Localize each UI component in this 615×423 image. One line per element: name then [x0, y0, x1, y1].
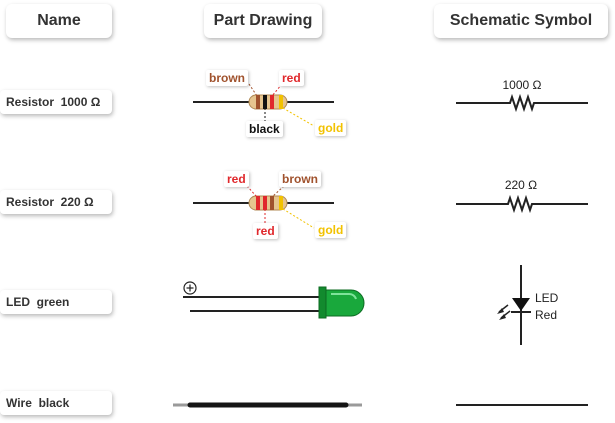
resistor-1000-symbol-label: 1000 Ω	[503, 78, 542, 92]
resistor-220-band-2	[263, 196, 267, 210]
header-schematic-symbol: Schematic Symbol	[434, 4, 608, 38]
resistor-220-band-3	[270, 196, 274, 210]
light-emission-icon	[497, 304, 511, 320]
row-label-resistor-220: Resistor 220 Ω	[0, 190, 112, 214]
resistor-1000-label-band2: black	[246, 121, 283, 137]
resistor-220-label-band1: red	[224, 171, 249, 187]
led-symbol-label-line1: LED	[535, 291, 559, 305]
resistor-1000-band-tol	[279, 95, 283, 109]
header-name: Name	[6, 4, 112, 38]
header-part-drawing: Part Drawing	[204, 4, 322, 38]
resistor-1000-schematic: 1000 Ω	[456, 78, 588, 113]
resistor-220-label-band3: brown	[279, 171, 321, 187]
resistor-220-label-tolerance: gold	[315, 222, 347, 238]
resistor-1000-label-band1: brown	[206, 70, 248, 86]
resistor-1000-label-band3: red	[279, 70, 304, 86]
led-symbol-label-line2: Red	[535, 308, 557, 322]
resistor-1000-label-tolerance: gold	[315, 120, 347, 136]
led-schematic: LED Red	[497, 265, 559, 345]
resistor-220-symbol-label: 220 Ω	[505, 178, 537, 192]
resistor-1000-drawing	[193, 83, 334, 127]
row-label-wire-black: Wire black	[0, 391, 112, 415]
resistor-1000-band-3	[270, 95, 274, 109]
resistor-220-label-band2: red	[253, 223, 278, 239]
resistor-220-band-tol	[279, 196, 283, 210]
row-label-resistor-1000: Resistor 1000 Ω	[0, 90, 112, 114]
resistor-1000-band-1	[256, 95, 260, 109]
resistor-220-drawing	[193, 185, 334, 229]
resistor-220-schematic: 220 Ω	[456, 178, 588, 214]
resistor-220-band-1	[256, 196, 260, 210]
led-green-drawing	[183, 281, 365, 319]
resistor-1000-band-2	[263, 95, 267, 109]
row-label-led-green: LED green	[0, 290, 112, 314]
